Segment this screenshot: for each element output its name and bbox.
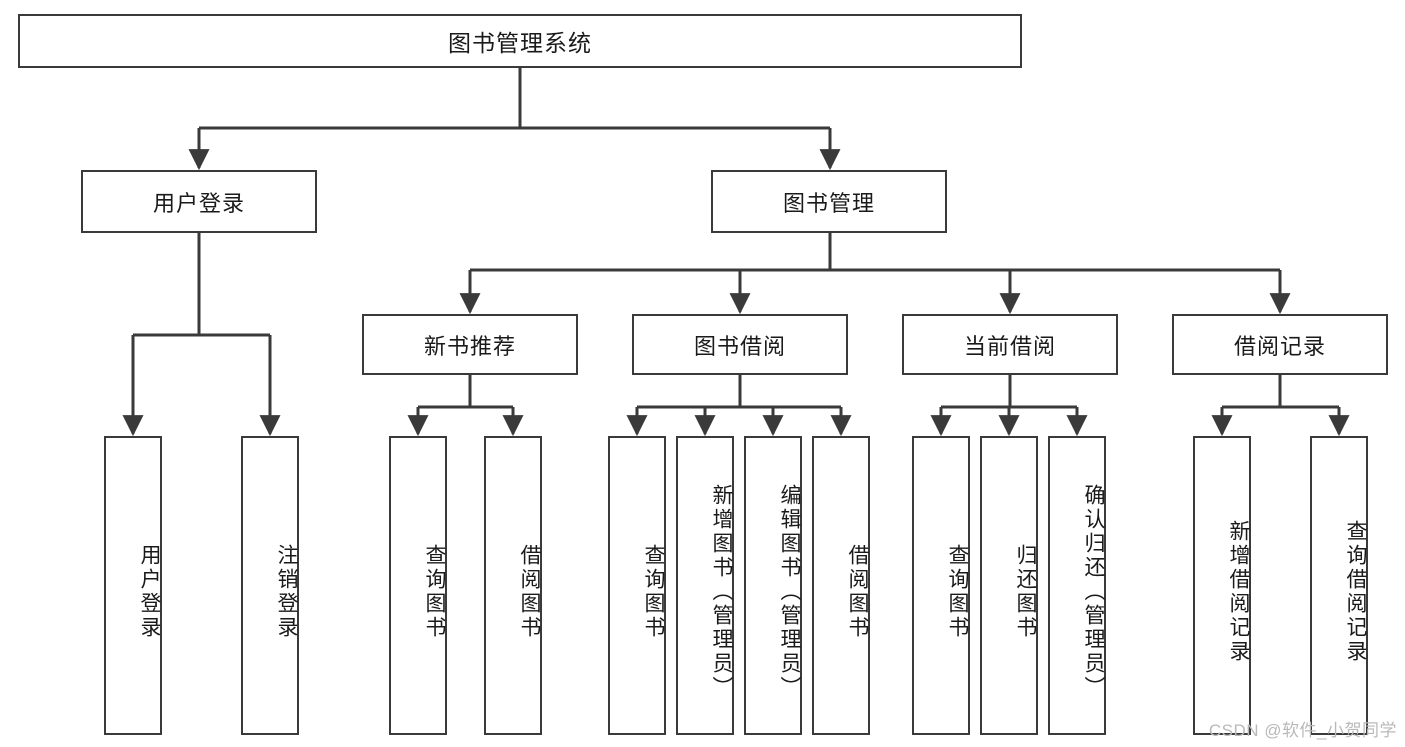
node-label: 新增图书（管理员）	[710, 483, 733, 700]
node-book-borrow[interactable]: 图书借阅	[632, 314, 848, 375]
leaf-add-book[interactable]: 新增图书（管理员）	[676, 436, 734, 735]
node-label: 借阅图书	[518, 543, 541, 640]
node-label: 借阅图书	[846, 543, 869, 640]
node-book-manage[interactable]: 图书管理	[711, 170, 947, 233]
leaf-borrow-book-1[interactable]: 借阅图书	[484, 436, 542, 735]
node-label: 新书推荐	[423, 333, 516, 359]
node-label: 注销登录	[275, 543, 298, 640]
node-user-login[interactable]: 用户登录	[81, 170, 317, 233]
leaf-confirm-return[interactable]: 确认归还（管理员）	[1048, 436, 1106, 735]
leaf-query-book-3[interactable]: 查询图书	[912, 436, 970, 735]
node-label: 图书管理系统	[448, 30, 592, 56]
node-label: 当前借阅	[963, 333, 1056, 359]
leaf-query-book-1[interactable]: 查询图书	[389, 436, 447, 735]
leaf-query-record[interactable]: 查询借阅记录	[1310, 436, 1368, 735]
node-label: 查询借阅记录	[1344, 519, 1367, 664]
leaf-edit-book[interactable]: 编辑图书（管理员）	[744, 436, 802, 735]
watermark-credit: CSDN @软件_小贺同学	[1208, 721, 1397, 740]
node-label: 确认归还（管理员）	[1082, 483, 1105, 700]
node-current-borrow[interactable]: 当前借阅	[902, 314, 1118, 375]
node-root-system[interactable]: 图书管理系统	[18, 14, 1022, 68]
leaf-user-login[interactable]: 用户登录	[104, 436, 162, 735]
node-label: 新增借阅记录	[1227, 519, 1250, 664]
leaf-query-book-2[interactable]: 查询图书	[608, 436, 666, 735]
node-label: 借阅记录	[1233, 333, 1326, 359]
leaf-return-book[interactable]: 归还图书	[980, 436, 1038, 735]
node-label: 查询图书	[642, 543, 665, 640]
node-label: 查询图书	[946, 543, 969, 640]
node-label: 用户登录	[138, 543, 161, 640]
leaf-borrow-book-2[interactable]: 借阅图书	[812, 436, 870, 735]
node-new-book-recommend[interactable]: 新书推荐	[362, 314, 578, 375]
leaf-add-record[interactable]: 新增借阅记录	[1193, 436, 1251, 735]
node-label: 图书借阅	[693, 333, 786, 359]
node-label: 查询图书	[423, 543, 446, 640]
leaf-logout-login[interactable]: 注销登录	[241, 436, 299, 735]
node-label: 编辑图书（管理员）	[778, 483, 801, 700]
node-label: 归还图书	[1014, 543, 1037, 640]
node-borrow-record[interactable]: 借阅记录	[1172, 314, 1388, 375]
node-label: 图书管理	[782, 190, 875, 216]
node-label: 用户登录	[152, 190, 245, 216]
